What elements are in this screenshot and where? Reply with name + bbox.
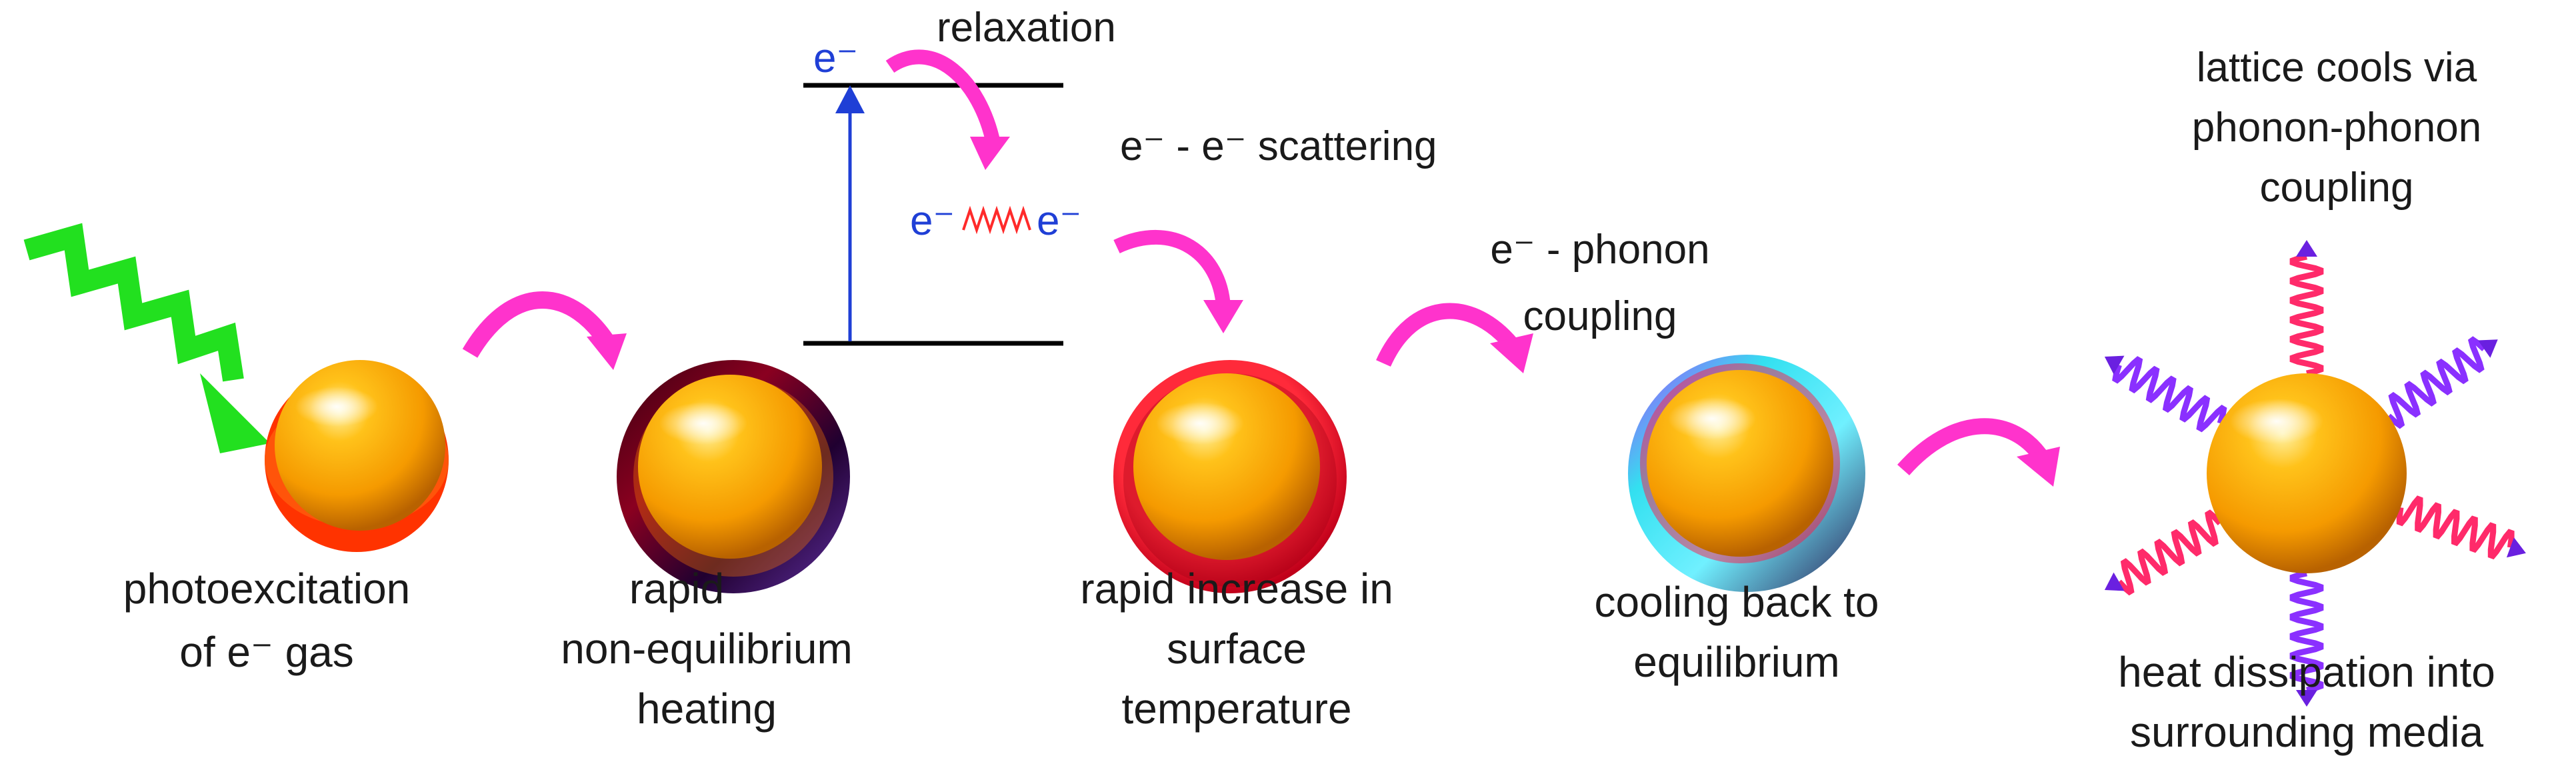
caption-surface: rapid increase in surface temperature (1080, 565, 1393, 733)
caption-nonequilibrium: rapid non-equilibrium heating (561, 565, 853, 733)
lattice-label-line3: coupling (2260, 165, 2414, 211)
caption-line: of e⁻ gas (179, 628, 354, 676)
transition-arrowhead-1 (587, 333, 627, 370)
excitation-arrowhead (835, 85, 865, 113)
scattering-wave (962, 205, 1031, 235)
caption-line: rapid increase in (1080, 565, 1393, 613)
energy-level-diagram: e⁻ e⁻ e⁻ (803, 35, 1081, 346)
caption-line: heating (637, 685, 777, 733)
photon-arrowhead (200, 373, 270, 453)
scattering-electron-left: e⁻ (910, 198, 955, 244)
transition-arrowhead-4 (2017, 447, 2060, 487)
specular-highlight (2230, 399, 2323, 444)
specular-highlight (295, 387, 378, 427)
relaxation-arrow (885, 49, 1001, 145)
nanoparticle-cooling (1628, 355, 1865, 592)
transition-arrow-4 (1897, 418, 2051, 476)
transition-arrowhead-3 (1490, 333, 1533, 373)
caption-cooling: cooling back to equilibrium (1595, 578, 1879, 686)
phonon-arrowhead (2506, 537, 2526, 558)
specular-highlight (1668, 397, 1756, 440)
caption-dissipation: heat dissipation into surrounding media (2118, 648, 2495, 756)
transition-arrow-3 (1376, 303, 1520, 367)
caption-line: heat dissipation into (2118, 648, 2495, 696)
transition-arrow-2 (1113, 229, 1231, 307)
phonon-wave (2289, 570, 2324, 693)
e-phonon-label-line1: e⁻ - phonon (1490, 227, 1709, 273)
caption-line: surrounding media (2130, 708, 2484, 756)
nanoparticle-hot-surface (1113, 360, 1347, 593)
lattice-label-line2: phonon-phonon (2192, 105, 2481, 151)
phonon-arrowhead (2296, 240, 2317, 257)
caption-line: rapid (629, 565, 724, 613)
nanoparticle-dissipating (2207, 373, 2407, 573)
phonon-wave (2289, 253, 2324, 377)
phonon-arrowhead (2104, 355, 2125, 375)
caption-line: non-equilibrium (561, 625, 853, 673)
phonon-wave (2396, 495, 2515, 560)
phonon-wave (2386, 336, 2487, 429)
transition-arrow-1 (462, 291, 618, 358)
specular-highlight (1156, 402, 1244, 445)
phonon-waves (2104, 240, 2526, 707)
transition-arrowhead-2 (1203, 300, 1243, 333)
photon-wave (23, 223, 270, 453)
caption-photoexcitation: photoexcitation of e⁻ gas (123, 565, 411, 676)
scattering-electron-right: e⁻ (1037, 198, 1081, 244)
caption-line: temperature (1121, 685, 1351, 733)
nanoparticle-nonequilibrium (617, 360, 850, 593)
phonon-arrowhead (2296, 690, 2317, 707)
ee-scattering-label: e⁻ - e⁻ scattering (1120, 123, 1437, 169)
specular-highlight (659, 402, 747, 445)
relaxation-label: relaxation (937, 5, 1116, 51)
caption-line: photoexcitation (123, 565, 411, 613)
phonon-wave (2117, 509, 2223, 596)
caption-line: surface (1167, 625, 1307, 673)
caption-line: cooling back to (1595, 578, 1879, 626)
lattice-label-line1: lattice cools via (2197, 45, 2477, 91)
nanoparticle-photoexcited (265, 360, 449, 552)
phonon-wave (2112, 356, 2227, 433)
phonon-arrowhead (2478, 339, 2498, 358)
e-phonon-label-line2: coupling (1523, 293, 1677, 339)
caption-line: equilibrium (1633, 638, 1839, 686)
excited-electron-label: e⁻ (813, 35, 858, 81)
relaxation-arrowhead (970, 137, 1010, 170)
phonon-arrowhead (2104, 572, 2125, 591)
